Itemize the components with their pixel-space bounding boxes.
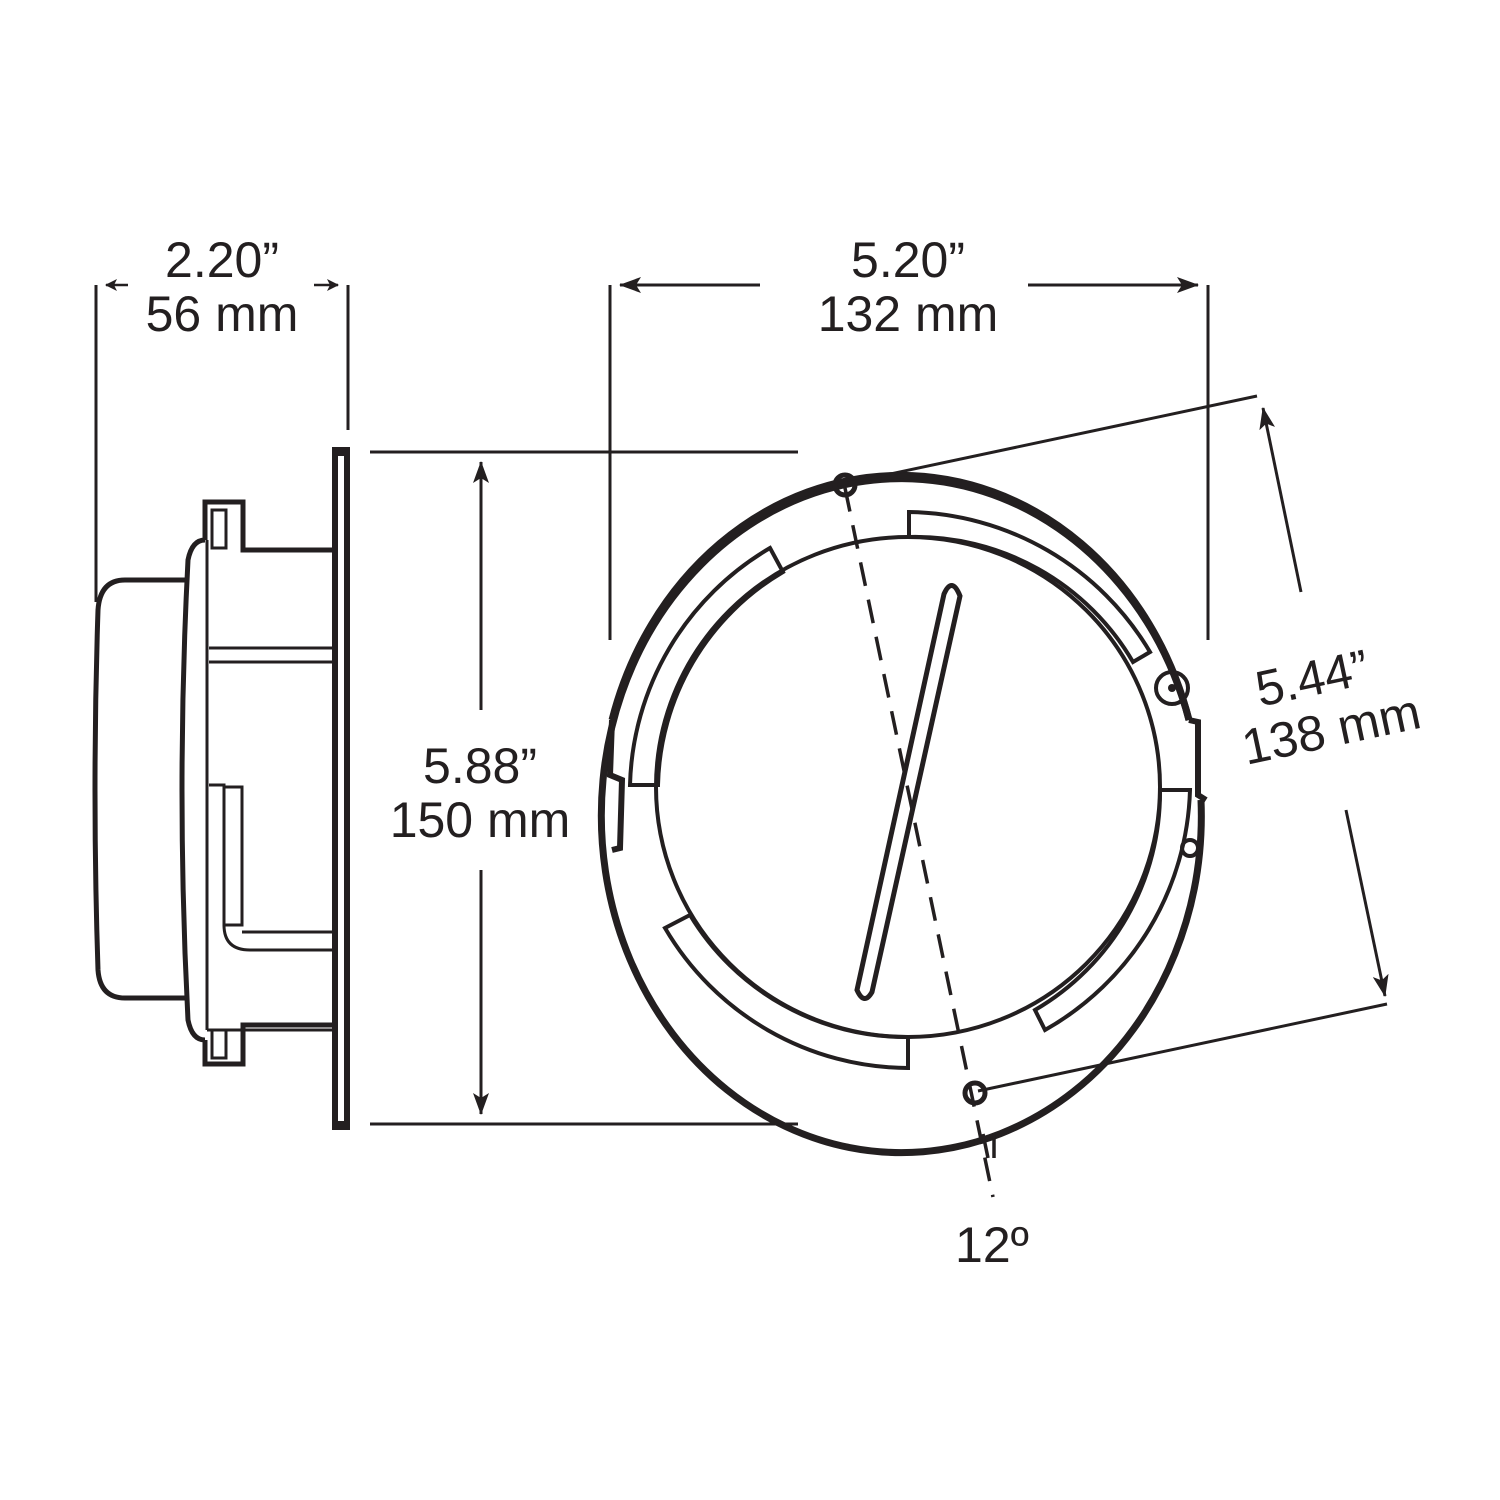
left-notch bbox=[606, 719, 626, 853]
inner-bracket bbox=[209, 783, 244, 927]
side-view bbox=[92, 447, 350, 1130]
height-inches: 5.88” bbox=[423, 738, 537, 794]
housing-body bbox=[202, 499, 335, 553]
width-mm: 132 mm bbox=[818, 286, 999, 342]
height-dimension: 5.88” 150 mm bbox=[370, 450, 798, 1126]
lens-dome bbox=[92, 577, 185, 1001]
side-boss-inner bbox=[1168, 684, 1176, 692]
slot-lower-left bbox=[662, 912, 910, 1071]
slot-lower-right bbox=[1032, 788, 1193, 1033]
width-inches: 5.20” bbox=[851, 232, 965, 288]
outer-ring bbox=[597, 475, 1205, 1157]
side-boss-outer bbox=[1154, 670, 1190, 706]
depth-inches: 2.20” bbox=[165, 232, 279, 288]
width-dimension: 5.20” 132 mm bbox=[608, 232, 1210, 640]
top-tab bbox=[210, 508, 228, 550]
depth-dimension: 2.20” 56 mm bbox=[94, 232, 350, 602]
slot-upper-right bbox=[907, 509, 1153, 665]
side-vent bbox=[1180, 838, 1200, 858]
diagonal-bar bbox=[854, 583, 963, 1001]
depth-mm: 56 mm bbox=[146, 286, 299, 342]
angle-dimension: 12º bbox=[955, 1133, 1029, 1273]
screw-hole-bottom bbox=[962, 1080, 988, 1106]
slot-upper-left bbox=[627, 545, 786, 787]
right-notch bbox=[1188, 717, 1208, 803]
front-view bbox=[597, 471, 1208, 1198]
angle-centerline bbox=[843, 487, 995, 1198]
angle-label: 12º bbox=[955, 1217, 1029, 1273]
height-mm: 150 mm bbox=[390, 792, 571, 848]
hole-spacing-dimension: 5.44” 138 mm bbox=[847, 394, 1425, 1093]
bezel-ring bbox=[179, 537, 206, 1043]
bottom-tab bbox=[210, 1028, 228, 1060]
